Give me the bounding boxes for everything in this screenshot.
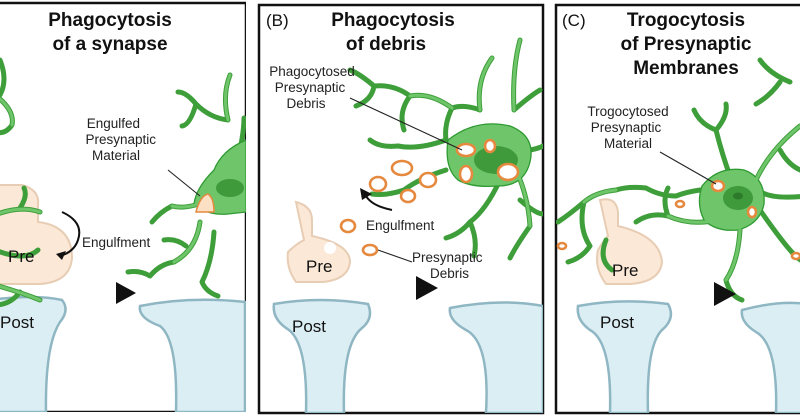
pre-synapse-c bbox=[596, 198, 664, 285]
microglia-c bbox=[556, 57, 800, 303]
leader-phago bbox=[349, 97, 463, 151]
pre-label-b: Pre bbox=[306, 257, 332, 276]
phago-label-1: Phagocytosed bbox=[269, 64, 355, 79]
post-synapse-c-left bbox=[576, 300, 673, 413]
panel-c-title-1: Trogocytosis bbox=[627, 10, 745, 31]
post-label-b: Post bbox=[292, 317, 326, 336]
panel-c-title-3: Membranes bbox=[633, 58, 739, 79]
pre-gap-2 bbox=[324, 242, 336, 254]
panel-b-label: (B) bbox=[266, 11, 289, 30]
nucleolus-c bbox=[733, 192, 743, 200]
engulfment-arrowhead-b bbox=[360, 188, 372, 200]
panel-a-title-1: Phagocytosis bbox=[48, 10, 172, 31]
debris-5 bbox=[339, 218, 357, 234]
trogo-material-5 bbox=[790, 251, 800, 261]
post-synapse-right bbox=[138, 298, 246, 412]
panel-c: (C) Trogocytosis of Presynaptic Membrane… bbox=[554, 3, 800, 415]
panel-b-title-2: of debris bbox=[346, 34, 426, 55]
panel-c-label: (C) bbox=[562, 11, 586, 30]
nucleus-a bbox=[216, 179, 244, 197]
phago-label-3: Debris bbox=[286, 96, 325, 111]
engulfed-label-1: Engulfed bbox=[87, 116, 140, 131]
panel-a-title-2: of a synapse bbox=[52, 34, 167, 55]
engulfment-label-b: Engulfment bbox=[366, 218, 435, 233]
post-label-a: Post bbox=[0, 313, 34, 332]
engulfment-arrowhead bbox=[56, 251, 66, 260]
post-synapse-c-right bbox=[740, 301, 800, 413]
pre-label-a: Pre bbox=[8, 247, 34, 266]
debris-3 bbox=[418, 171, 438, 189]
trogo-label-3: Material bbox=[604, 136, 652, 151]
debris-label-2: Debris bbox=[430, 266, 469, 281]
microglia-left-fragment bbox=[0, 57, 43, 308]
trogo-material-4 bbox=[556, 241, 568, 251]
phago-debris-3 bbox=[496, 162, 520, 182]
leader-trogo bbox=[659, 151, 717, 185]
panel-b-title-1: Phagocytosis bbox=[331, 10, 455, 31]
panel-a: Phagocytosis of a synapse Engulfed Presy… bbox=[0, 1, 246, 412]
phago-debris-1 bbox=[455, 142, 477, 158]
engulfment-label-a: Engulfment bbox=[82, 235, 151, 250]
engulfed-label-2: Presynaptic bbox=[85, 132, 156, 147]
engulfed-label-3: Material bbox=[92, 148, 140, 163]
post-label-c: Post bbox=[600, 313, 634, 332]
debris-4 bbox=[399, 188, 417, 204]
pre-label-c: Pre bbox=[612, 261, 638, 280]
post-synapse-b-right bbox=[448, 301, 543, 413]
leader-engulfed bbox=[167, 169, 201, 197]
debris-2 bbox=[368, 175, 388, 193]
debris-label-1: Presynaptic bbox=[412, 250, 483, 265]
microglia-a bbox=[125, 72, 246, 299]
trogo-material-2 bbox=[746, 205, 758, 219]
leader-debris bbox=[377, 249, 413, 263]
engulfed-material bbox=[195, 193, 215, 213]
panel-c-title-2: of Presynaptic bbox=[621, 34, 752, 55]
phago-label-2: Presynaptic bbox=[275, 80, 346, 95]
engulfment-arrow bbox=[59, 211, 81, 257]
pre-synapse-b bbox=[286, 200, 352, 283]
trogo-material-3 bbox=[674, 199, 686, 209]
microglia-b bbox=[347, 37, 543, 261]
pre-gap-1 bbox=[320, 226, 332, 238]
debris-6 bbox=[361, 243, 379, 257]
trogo-label-1: Trogocytosed bbox=[587, 104, 668, 119]
direction-arrowhead-b bbox=[416, 276, 438, 300]
post-synapse-b-left bbox=[272, 298, 372, 413]
pre-gap-c1 bbox=[626, 204, 638, 216]
direction-arrowhead-c bbox=[714, 282, 736, 306]
panel-b: (B) Phagocytosis of debris Phagocytosed … bbox=[257, 3, 545, 415]
trogo-label-2: Presynaptic bbox=[591, 120, 662, 135]
phago-debris-4 bbox=[483, 138, 497, 154]
debris-1 bbox=[390, 159, 414, 177]
direction-arrowhead-a bbox=[116, 282, 136, 304]
phago-debris-2 bbox=[458, 164, 474, 184]
engulfment-arrow-b bbox=[365, 195, 393, 211]
